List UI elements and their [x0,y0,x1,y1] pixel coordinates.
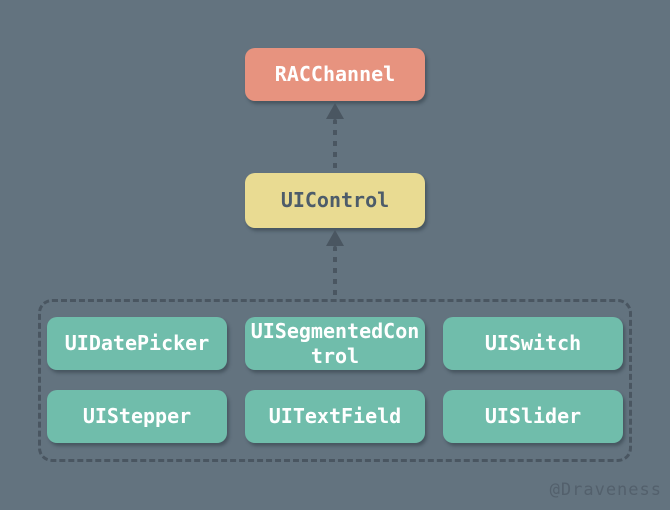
node-uicontrol: UIControl [245,173,425,228]
node-uistepper-label: UIStepper [82,404,192,428]
dotted-line [333,119,337,173]
watermark: @Draveness [549,480,662,500]
arrowhead-up-icon [326,103,344,119]
node-uiswitch: UISwitch [443,317,623,370]
node-uistepper: UIStepper [47,390,227,443]
edge-group-to-uicontrol [326,230,344,299]
node-uidatepicker-label: UIDatePicker [64,331,210,355]
node-uitextfield: UITextField [245,390,425,443]
node-uidatepicker: UIDatePicker [47,317,227,370]
node-uitextfield-label: UITextField [268,404,402,428]
node-uislider-label: UISlider [484,404,582,428]
node-uislider: UISlider [443,390,623,443]
dotted-line [333,246,337,299]
arrowhead-up-icon [326,230,344,246]
node-racchannel-label: RACChannel [274,62,396,86]
node-uisegmentedcontrol: UISegmentedControl [245,317,425,370]
edge-uicontrol-to-racchannel [326,103,344,173]
node-uisegmentedcontrol-label: UISegmentedControl [250,318,420,368]
node-uicontrol-label: UIControl [280,188,390,212]
controls-group-border [38,299,632,462]
node-uiswitch-label: UISwitch [484,331,582,355]
node-racchannel: RACChannel [245,48,425,101]
